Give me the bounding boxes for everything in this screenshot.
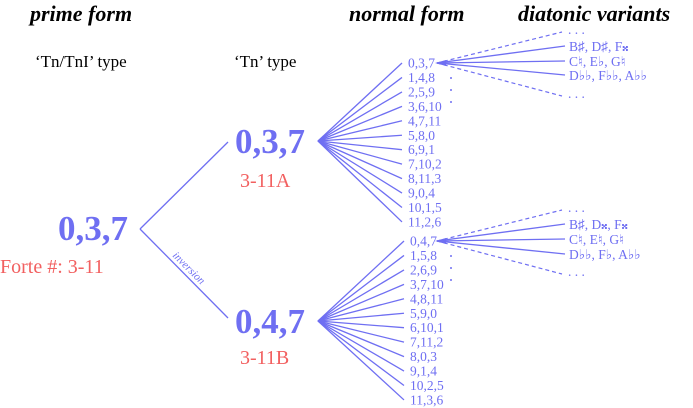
normal-form-item: 9,0,4: [408, 186, 435, 201]
normal-form-item: 5,9,0: [410, 306, 437, 321]
normal-form-line: [317, 140, 403, 209]
ellipsis-bottom: . . .: [568, 264, 585, 279]
subheader-tn-type: ‘Tn’ type: [234, 52, 296, 71]
diatonic-line: [436, 45, 566, 64]
normal-form-item: 3,7,10: [410, 277, 444, 292]
vertical-ellipsis-dot: [450, 255, 452, 257]
normal-form-line: [317, 320, 405, 343]
vertical-ellipsis-dot: [450, 101, 452, 103]
normal-form-line: [317, 312, 405, 322]
diatonic-variant: D♭♭, F♭♭, A♭♭: [569, 68, 647, 83]
normal-form-item: 0,4,7: [410, 234, 437, 249]
normal-form-line: [317, 62, 403, 142]
branch-line-tn-b: [139, 228, 229, 319]
vertical-ellipsis-dot: [450, 279, 452, 281]
normal-form-item: 1,5,8: [410, 248, 437, 263]
diatonic-variant: C♮, E♭, G♮: [569, 54, 626, 69]
diatonic-dashed-line: [436, 240, 563, 275]
normal-form-item: 6,9,1: [408, 142, 435, 157]
normal-form-line: [317, 140, 403, 194]
normal-form-item: 2,6,9: [410, 262, 437, 277]
normal-form-line: [317, 140, 403, 151]
normal-form-item: 11,3,6: [410, 392, 443, 407]
tn-type-b-forte: 3-11B: [240, 347, 289, 369]
vertical-ellipsis-dot: [450, 89, 452, 91]
inversion-label: inversion: [170, 250, 208, 288]
normal-form-line: [317, 120, 403, 142]
diatonic-variant: C♮, E♮, G♮: [569, 232, 624, 247]
diatonic-dashed-line: [436, 31, 563, 64]
diatonic-dashed-line: [436, 209, 563, 242]
header-prime-form: prime form: [28, 1, 132, 26]
forte-number: Forte #: 3-11: [0, 256, 104, 278]
tn-type-a-forte: 3-11A: [240, 170, 291, 192]
diatonic-variant: B♯, D♯, F𝄪: [569, 39, 628, 54]
tn-type-b-set: 0,4,7: [235, 302, 305, 341]
normal-form-line: [317, 320, 405, 372]
normal-form-item: 4,7,11: [408, 113, 441, 128]
normal-form-line: [317, 298, 405, 322]
subheader-tn-tni-type: ‘Tn/TnI’ type: [35, 52, 127, 71]
normal-form-line: [317, 240, 405, 322]
normal-form-item: 7,10,2: [408, 157, 442, 172]
normal-form-line: [317, 140, 403, 180]
branch-line-tn-a: [139, 141, 229, 230]
normal-form-item: 5,8,0: [408, 128, 435, 143]
diatonic-line: [436, 223, 566, 242]
normal-form-line: [317, 320, 405, 387]
normal-form-item: 9,1,4: [410, 364, 437, 379]
normal-form-item: 10,2,5: [410, 378, 444, 393]
normal-form-item: 7,11,2: [410, 335, 443, 350]
diatonic-line: [436, 238, 566, 242]
normal-form-item: 1,4,8: [408, 70, 435, 85]
diatonic-dashed-line: [436, 62, 563, 97]
header-diatonic-variants: diatonic variants: [518, 1, 670, 26]
normal-form-item: 8,11,3: [408, 171, 441, 186]
normal-form-line: [317, 320, 405, 401]
normal-form-item: 2,5,9: [408, 84, 435, 99]
prime-form-set: 0,3,7: [58, 209, 128, 248]
diatonic-line: [436, 240, 566, 255]
header-normal-form: normal form: [349, 1, 465, 26]
vertical-ellipsis-dot: [450, 267, 452, 269]
ellipsis-bottom: . . .: [568, 86, 585, 101]
normal-form-line: [317, 105, 403, 142]
normal-form-item: 0,3,7: [408, 56, 435, 71]
normal-form-line: [317, 320, 405, 329]
normal-form-item: 10,1,5: [408, 200, 442, 215]
normal-form-line: [317, 134, 403, 142]
normal-form-line: [317, 320, 405, 358]
normal-form-line: [317, 76, 403, 142]
tn-type-a-set: 0,3,7: [235, 122, 305, 161]
normal-form-item: 3,6,10: [408, 99, 442, 114]
diatonic-line: [436, 62, 566, 76]
diatonic-line: [436, 60, 566, 64]
diatonic-variant: D♭♭, F♭, A♭♭: [569, 247, 641, 262]
ellipsis-top: . . .: [568, 22, 585, 37]
normal-form-item: 4,8,11: [410, 291, 443, 306]
normal-form-line: [317, 269, 405, 322]
vertical-ellipsis-dot: [450, 77, 452, 79]
normal-form-line: [317, 140, 403, 165]
normal-form-line: [317, 140, 403, 223]
normal-form-fans: 0,3,71,4,82,5,93,6,104,7,115,8,06,9,17,1…: [317, 22, 647, 407]
normal-form-item: 6,10,1: [410, 320, 444, 335]
diatonic-variant: B♯, D𝄪, F𝄪: [569, 217, 628, 232]
normal-form-line: [317, 91, 403, 142]
normal-form-line: [317, 254, 405, 322]
normal-form-item: 11,2,6: [408, 214, 441, 229]
normal-form-item: 8,0,3: [410, 349, 437, 364]
ellipsis-top: . . .: [568, 200, 585, 215]
normal-form-line: [317, 283, 405, 322]
